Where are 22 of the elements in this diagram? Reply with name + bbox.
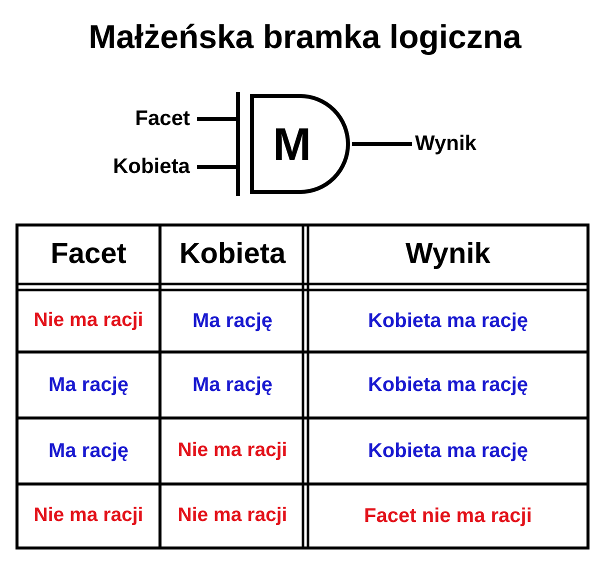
column-header: Wynik bbox=[404, 237, 492, 272]
table-cell-text: Nie ma racji bbox=[176, 439, 288, 463]
column-header: Kobieta bbox=[178, 237, 287, 272]
table-cell-text: Nie ma racji bbox=[176, 504, 288, 528]
signal-label: Kobieta bbox=[80, 154, 190, 180]
table-cell-text: Ma rację bbox=[191, 373, 274, 397]
signal-label: Wynik bbox=[415, 131, 495, 157]
signal-line bbox=[352, 142, 412, 146]
table-cell-text: Nie ma racji bbox=[32, 309, 144, 333]
signal-label: Facet bbox=[110, 106, 190, 132]
table-cell-text: Ma rację bbox=[47, 439, 130, 463]
column-header: Facet bbox=[50, 237, 128, 272]
table-cell-text: Ma rację bbox=[47, 373, 130, 397]
table-cell-text: Facet nie ma racji bbox=[363, 504, 533, 528]
table-cell-text: Nie ma racji bbox=[32, 504, 144, 528]
signal-line bbox=[197, 165, 236, 169]
title: Małżeńska bramka logiczna bbox=[88, 18, 522, 56]
table-cell-text: Kobieta ma rację bbox=[366, 373, 530, 397]
table-cell-text: Kobieta ma rację bbox=[366, 309, 530, 333]
table-cell-text: Ma rację bbox=[191, 309, 274, 333]
table-cell-text: Kobieta ma rację bbox=[366, 439, 530, 463]
signal-line bbox=[197, 117, 236, 121]
